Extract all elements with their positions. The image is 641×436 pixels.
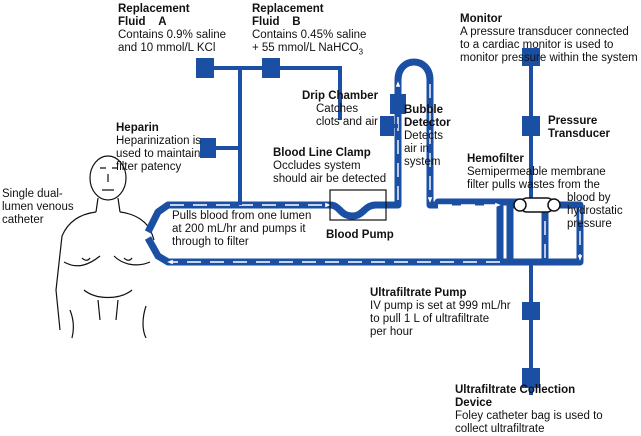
heparin-line-1: Heparinization is [116, 135, 202, 147]
fluid-a-line-2: and 10 mmol/L KCl [118, 42, 216, 54]
fluid-b-title-2: Fluid B [252, 16, 366, 29]
uf-pump-label: Ultrafiltrate Pump IV pump is set at 999… [370, 287, 511, 339]
uf-collection-title-2: Device [455, 397, 493, 409]
fluid-a-title-2: Fluid A [118, 16, 226, 29]
fluid-b-label: Replacement Fluid B Contains 0.45% salin… [252, 3, 366, 58]
fluid-lines [205, 55, 533, 395]
fluid-a-label: Replacement Fluid A Contains 0.9% saline… [118, 3, 226, 55]
fluid-b-title-word: Fluid [252, 16, 280, 28]
monitor-line-2: to a cardiac monitor is used to [460, 39, 614, 51]
pump-desc-line-3: through to filter [172, 236, 249, 248]
fluid-b-bag [262, 58, 280, 78]
catheter-line-2: lumen venous [2, 201, 74, 213]
fluid-b-title: Replacement [252, 3, 324, 15]
monitor-node [522, 48, 540, 66]
fluid-b-line-2: + 55 mmol/L NaHCO3 [252, 42, 364, 57]
fluid-a-bag [196, 58, 214, 78]
drip-chamber-title: Drip Chamber [302, 90, 379, 102]
hemofilter-line-1: Semipermeable membrane [467, 166, 606, 178]
catheter-line-1: Single dual- [2, 188, 63, 200]
drip-chamber-node [390, 94, 406, 114]
heparin-title: Heparin [116, 122, 159, 134]
fluid-a-title-word: Fluid [118, 16, 146, 28]
monitor-line-1: A pressure transducer connected [460, 26, 629, 38]
blood-line-clamp-title: Blood Line Clamp [273, 147, 371, 159]
fluid-b-tag: B [292, 16, 301, 28]
blood-pump-box [329, 189, 387, 221]
pressure-transducer-title-2: Transducer [548, 128, 610, 140]
pressure-transducer-node [522, 116, 540, 136]
pressure-transducer-title: Pressure [548, 115, 598, 127]
subscript-3: 3 [358, 47, 364, 57]
hemofilter-line-4: hydrostatic [567, 205, 623, 217]
blood-pump-title: Blood Pump [326, 229, 394, 241]
patient-figure [55, 155, 155, 339]
fluid-a-tag: A [158, 16, 167, 28]
drip-chamber-line-2: clots and air [316, 116, 379, 128]
blood-line-clamp-line-2: should air be detected [273, 173, 387, 185]
pump-desc-line-1: Pulls blood from one lumen [172, 210, 312, 222]
uf-pump-node [522, 302, 540, 320]
hemofilter-line-2: filter pulls wastes from the [467, 179, 600, 191]
bags [196, 48, 540, 388]
hemofilter-line-5: pressure [567, 218, 612, 230]
pump-desc-line-2: at 200 mL/hr and pumps it [172, 223, 306, 235]
bubble-detector-line-1: Detects [404, 130, 443, 142]
uf-pump-line-1: IV pump is set at 999 mL/hr [370, 300, 511, 312]
pressure-transducer-label: Pressure Transducer [548, 115, 610, 141]
uf-collection-line-2: collect ultrafiltrate [455, 423, 545, 435]
uf-collection-title: Ultrafiltrate Collection [455, 384, 576, 396]
uf-collection-line-1: Foley catheter bag is used to [455, 410, 603, 422]
uf-collection-node [522, 368, 540, 388]
blood-pump-label: Blood Pump [326, 229, 394, 242]
fluid-b-line-1: Contains 0.45% saline [252, 29, 367, 41]
uf-pump-line-3: per hour [370, 326, 413, 338]
hemofilter-icon [513, 197, 561, 213]
monitor-line-3: monitor pressure within the system [460, 52, 638, 64]
drip-chamber-line-1: Catches [316, 103, 359, 115]
hemofilter-line-3: blood by [567, 192, 611, 204]
bubble-detector-title-2: Detector [404, 117, 451, 129]
uf-collection-label: Ultrafiltrate Collection Device Foley ca… [455, 384, 603, 436]
bubble-detector-title: Bubble [404, 104, 443, 116]
hemofilter-title: Hemofilter [467, 153, 524, 165]
monitor-title: Monitor [460, 13, 503, 25]
catheter-line-3: catheter [2, 214, 44, 226]
heparin-syringe [200, 138, 216, 158]
bubble-detector-line-2: air in [404, 143, 429, 155]
uf-pump-title: Ultrafiltrate Pump [370, 287, 467, 299]
bubble-detector-line-3: system [404, 156, 441, 168]
heparin-line-3: filter patency [116, 161, 182, 173]
heparin-line-2: used to maintain [116, 148, 201, 160]
fluid-a-title: Replacement [118, 3, 190, 15]
blood-line-clamp-line-1: Occludes system [273, 160, 361, 172]
bubble-detector-node [380, 116, 394, 136]
uf-pump-line-2: to pull 1 L of ultrafiltrate [370, 313, 490, 325]
fluid-a-line-1: Contains 0.9% saline [118, 29, 227, 41]
